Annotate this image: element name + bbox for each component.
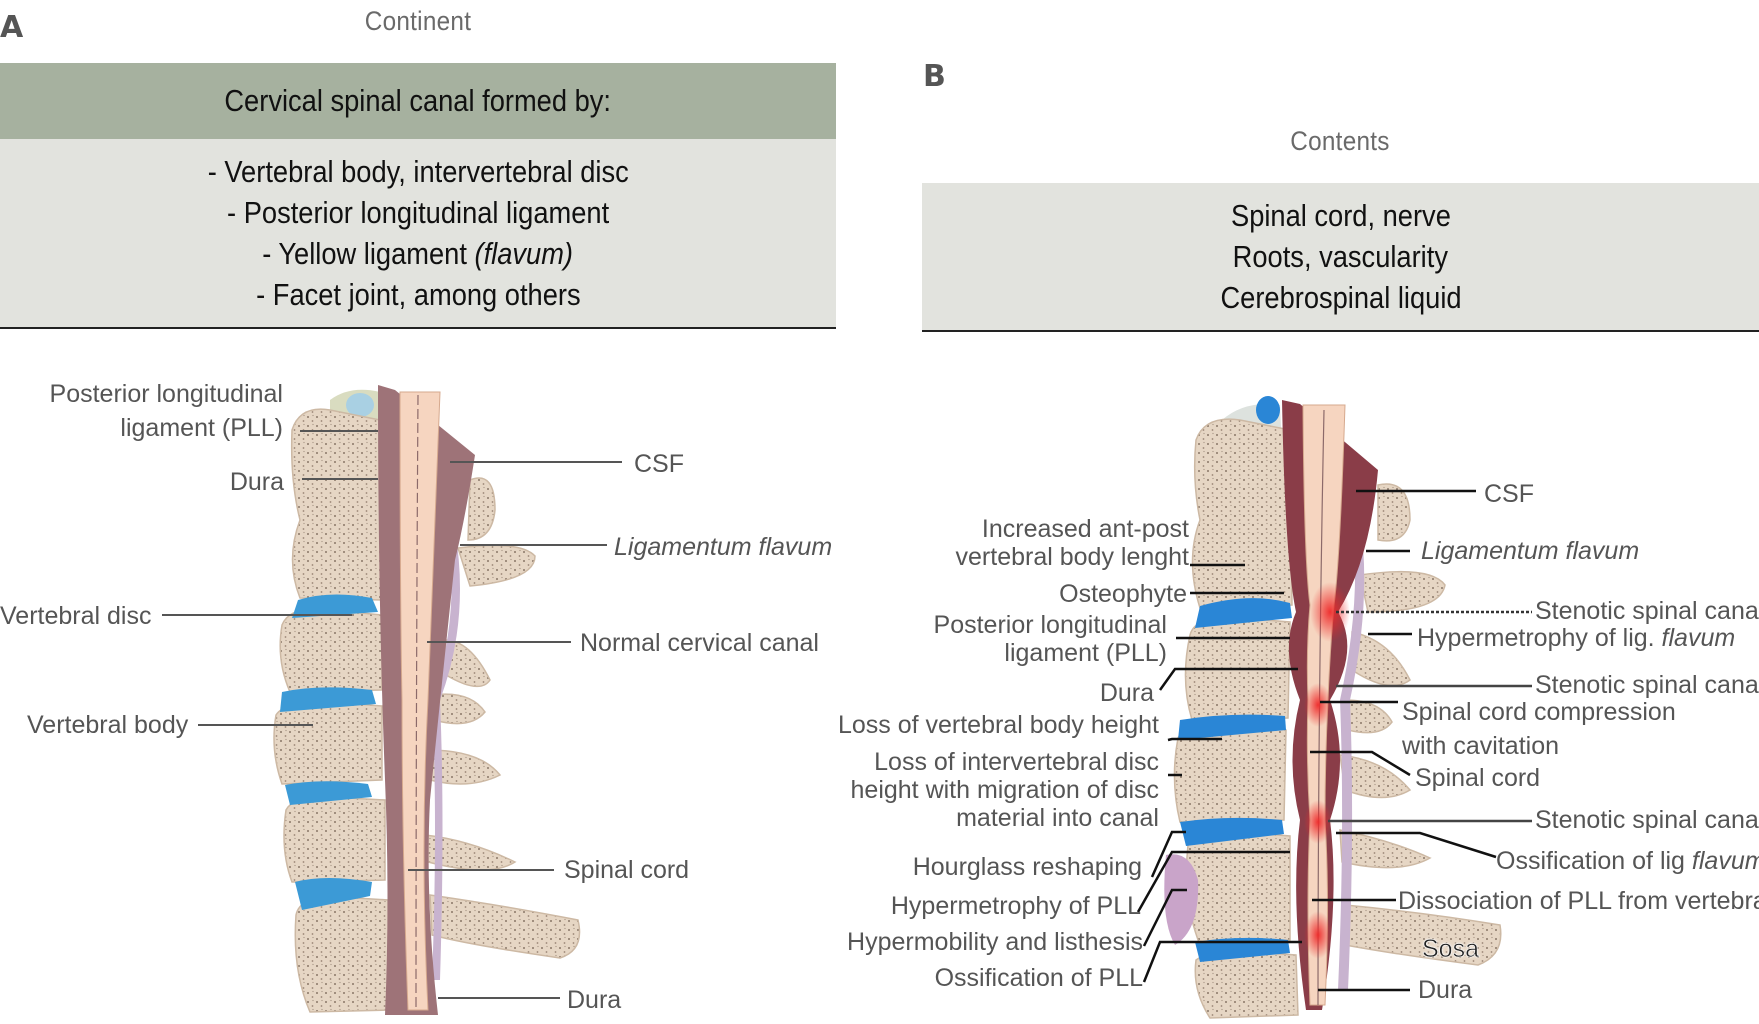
panel-a-item-4: - Facet joint, among others [255, 277, 581, 312]
label-b-hypermobility: Hypermobility and listhesis [847, 928, 1143, 956]
label-b-sosa: Sosa [1422, 935, 1479, 964]
label-b-loss-height: Loss of vertebral body height [837, 711, 1159, 739]
normal-spine [162, 385, 622, 1015]
label-a-spinal-cord: Spinal cord [564, 856, 690, 884]
label-b-osteophyte: Osteophyte [1059, 580, 1187, 608]
posterior-processes-b [1339, 483, 1502, 966]
spinal-cord-shape [399, 391, 441, 1011]
label-b-csf: CSF [1484, 480, 1534, 508]
hypertrophied-pll [1164, 854, 1199, 945]
label-a-pll: Posterior longitudinal ligament (PLL) [50, 380, 283, 442]
panel-b-item-1: Spinal cord, nerve [1230, 198, 1451, 233]
label-b-loss-disc-line2: height with migration of disc [850, 776, 1159, 804]
label-b-stenotic-2: Stenotic spinal canal [1535, 671, 1759, 699]
stenotic-spine [1136, 396, 1532, 1019]
label-b-increased-line1: Increased ant-post [981, 515, 1189, 543]
intervertebral-discs [280, 594, 378, 910]
label-b-loss-disc-line3: material into canal [956, 804, 1159, 832]
label-b-dura: Dura [1099, 679, 1154, 707]
intervertebral-discs-b [1178, 598, 1292, 962]
label-a-ligamentum-flavum: Ligamentum flavum [614, 533, 832, 561]
label-a-csf: CSF [634, 450, 684, 478]
label-a-pll-line1: Posterior longitudinal [49, 380, 283, 408]
label-b-compression-line2: with cavitation [1402, 732, 1560, 760]
label-b-pll-line2: ligament (PLL) [1004, 639, 1167, 667]
label-a-normal-canal: Normal cervical canal [580, 629, 819, 657]
panel-a-item-1: - Vertebral body, intervertebral disc [207, 154, 629, 189]
label-b-increased-line2: vertebral body lenght [955, 543, 1189, 571]
panel-b-box: Spinal cord, nerve Roots, vascularity Ce… [922, 183, 1759, 332]
label-b-compression-line1: Spinal cord compression [1402, 698, 1676, 726]
panel-a-box-header: Cervical spinal canal formed by: [0, 63, 836, 139]
panel-a-box-header-text: Cervical spinal canal formed by: [224, 83, 612, 118]
label-a-vertebral-body: Vertebral body [27, 711, 189, 739]
label-b-ossification-flavum: Ossification of lig flavum [1496, 847, 1759, 875]
panel-a-item-3-italic: (flavum) [474, 236, 574, 271]
label-b-hyper-pll: Hypermetrophy of PLL [890, 892, 1141, 920]
top-disc-blue-b [1256, 396, 1280, 424]
panel-a-title: Continent [364, 6, 472, 36]
label-b-stenotic-1: Stenotic spinal canal [1535, 597, 1759, 625]
label-b-ossification-pll: Ossification of PLL [934, 964, 1143, 992]
vertebral-bodies [273, 408, 391, 1013]
stenosis-highlights [1304, 582, 1350, 959]
label-b-ligamentum-flavum-text: Ligamentum flavum [1421, 537, 1640, 565]
label-a-vertebral-disc: Vertebral disc [0, 602, 152, 630]
panel-a-box-body: - Vertebral body, intervertebral disc - … [0, 139, 836, 329]
label-b-dura: Dura [1418, 976, 1473, 1004]
label-a-pll-line2: ligament (PLL) [120, 414, 283, 442]
label-b-ossification-flavum-italic: flavum [1691, 847, 1759, 875]
leader-lines-a [162, 430, 622, 999]
label-b-pll-line1: Posterior longitudinal [933, 611, 1167, 639]
label-a-dura-bottom: Dura [567, 986, 622, 1014]
label-b-hyper-flavum-text: Hypermetrophy of lig. [1417, 624, 1662, 652]
label-b-hourglass: Hourglass reshaping [912, 853, 1142, 881]
panel-a-letter: A [0, 10, 24, 45]
posterior-processes [424, 477, 581, 959]
top-disc-blue [346, 393, 374, 417]
panel-b-item-3: Cerebrospinal liquid [1219, 280, 1462, 315]
label-b-increased-length: Increased ant-post vertebral body lenght [956, 515, 1189, 571]
ligamentum-flavum-shape-b [1338, 520, 1365, 990]
label-b-ossification-flavum-text: Ossification of lig [1496, 847, 1692, 875]
panel-b-item-2: Roots, vascularity [1232, 239, 1449, 274]
label-b-spinal-cord: Spinal cord [1415, 764, 1541, 792]
label-b-compression: Spinal cord compression with cavitation [1402, 698, 1676, 760]
panel-a-item-3-text: - Yellow ligament [262, 236, 475, 271]
label-b-dissociation: Dissociation of PLL from vertebra [1398, 887, 1759, 915]
label-b-loss-disc: Loss of intervertebral disc height with … [851, 748, 1159, 832]
label-b-pll: Posterior longitudinal ligament (PLL) [934, 611, 1167, 667]
panel-a-item-2: - Posterior longitudinal ligament [226, 195, 610, 230]
leader-lines-b-left [1136, 563, 1302, 983]
label-b-ligamentum-flavum: Ligamentum flavum [1421, 537, 1639, 565]
label-b-loss-disc-line1: Loss of intervertebral disc [874, 748, 1159, 776]
label-b-hyper-flavum-italic: flavum [1661, 624, 1736, 652]
label-b-stenotic-3: Stenotic spinal canal [1535, 806, 1759, 834]
panel-b-title: Contents [1290, 126, 1390, 156]
label-b-hyper-flavum: Hypermetrophy of lig. flavum [1417, 624, 1735, 652]
label-a-ligamentum-flavum-text: Ligamentum flavum [614, 533, 833, 561]
leader-lines-b-right [1310, 489, 1532, 992]
panel-b-letter: B [923, 59, 946, 94]
panel-a-item-3: - Yellow ligament (flavum) [263, 233, 574, 274]
label-a-dura-top: Dura [229, 468, 284, 496]
